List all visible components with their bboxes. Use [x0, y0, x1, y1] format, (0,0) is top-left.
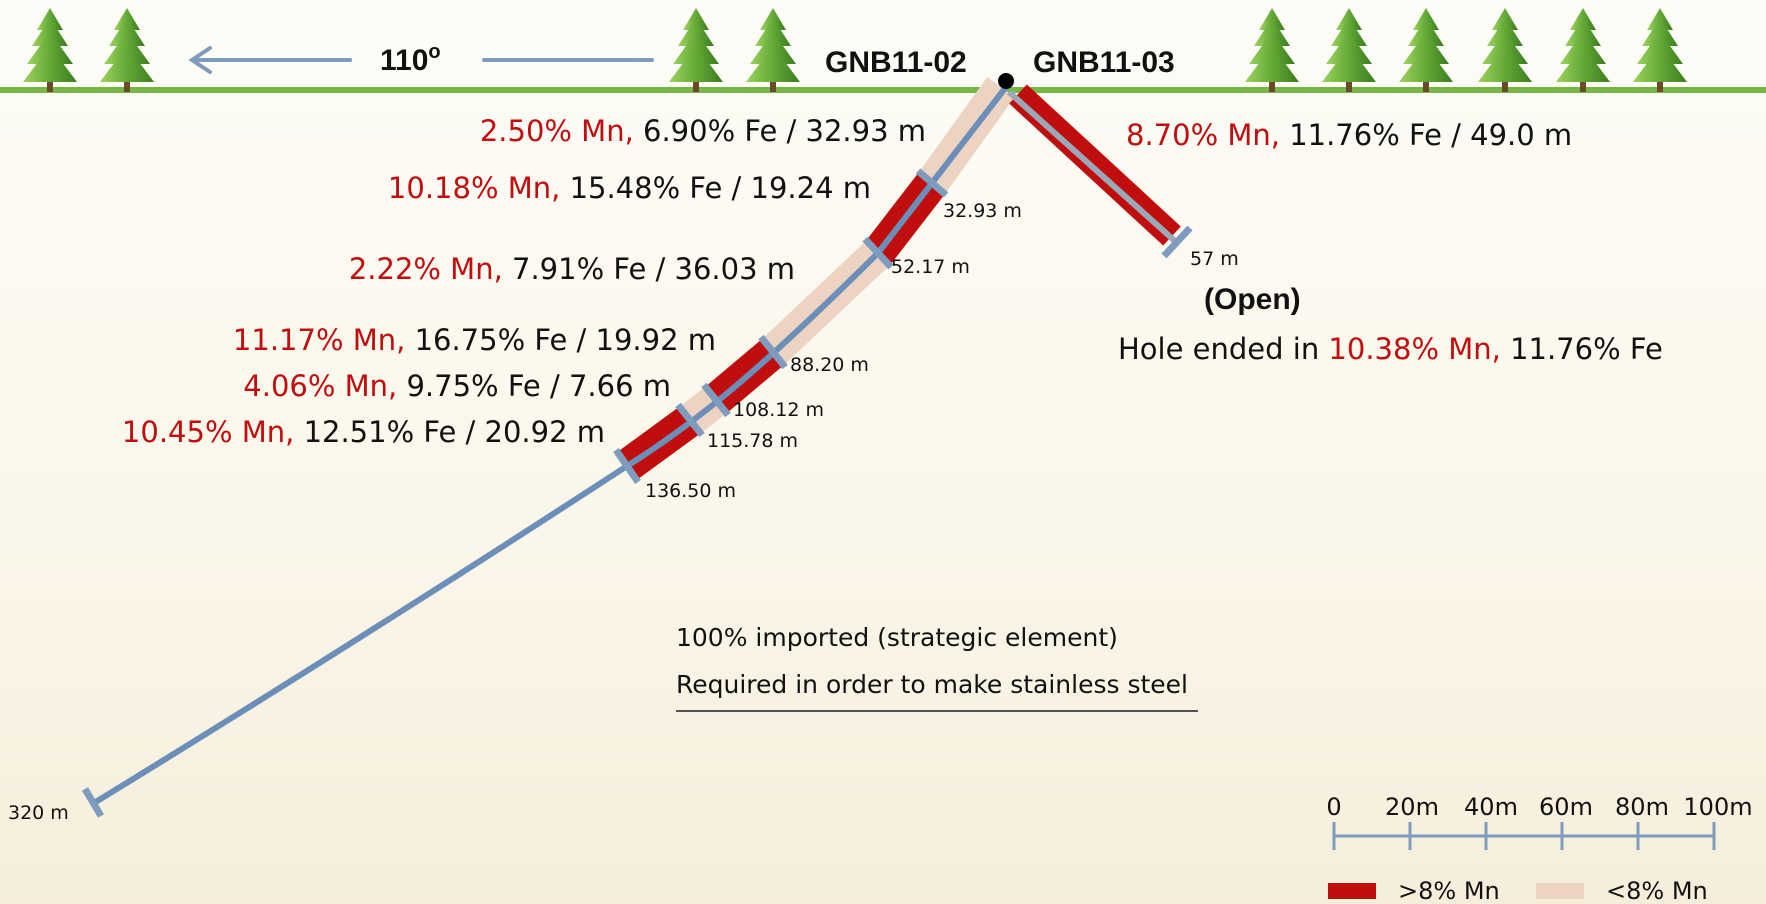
depth-label: 52.17 m	[891, 256, 970, 278]
drillhole-gnb11-02	[81, 77, 1015, 818]
interval-labels-gnb11-02: 2.50% Mn, 6.90% Fe / 32.93 m 10.18% Mn, …	[122, 114, 926, 449]
direction-label: 110o	[380, 41, 441, 77]
scale-tick-label: 100m	[1683, 793, 1752, 821]
scale-tick-label: 80m	[1615, 793, 1669, 821]
tree-icon	[746, 8, 800, 92]
legend-swatch-low	[1536, 883, 1584, 899]
legend-label-low: <8% Mn	[1606, 877, 1708, 904]
depth-label: 108.12 m	[733, 399, 824, 421]
depth-tick	[675, 402, 705, 438]
drillhole-gnb11-03	[1006, 84, 1193, 259]
tree-icon	[1322, 8, 1376, 92]
scale-bar: 0 20m 40m 60m 80m 100m	[1326, 793, 1753, 850]
scale-tick-label: 20m	[1385, 793, 1439, 821]
tree-icon	[669, 8, 723, 92]
interval-label: 10.18% Mn, 15.48% Fe / 19.24 m	[388, 171, 871, 205]
depth-labels: 32.93 m 52.17 m 88.20 m 108.12 m 115.78 …	[8, 200, 1239, 824]
ground-surface	[0, 87, 1766, 93]
depth-label: 32.93 m	[943, 200, 1022, 222]
tree-icon	[100, 8, 154, 92]
scale-tick-label: 60m	[1539, 793, 1593, 821]
depth-label: 115.78 m	[707, 430, 798, 452]
depth-tick	[81, 787, 105, 818]
open-status: (Open)	[1204, 283, 1301, 316]
scale-tick-label: 0	[1326, 793, 1341, 821]
depth-tick	[758, 334, 788, 370]
hole-name-gnb11-03: GNB11-03	[1033, 46, 1175, 79]
depth-tick	[862, 236, 894, 270]
collar-marker	[998, 73, 1014, 89]
tree-icon	[23, 8, 77, 92]
drill-trace	[91, 84, 1009, 806]
tree-icon	[1399, 8, 1453, 92]
interval-label: 4.06% Mn, 9.75% Fe / 7.66 m	[243, 369, 671, 403]
tree-icon	[1245, 8, 1299, 92]
depth-label: 136.50 m	[645, 480, 736, 502]
interval-label-03: 8.70% Mn, 11.76% Fe / 49.0 m	[1126, 118, 1572, 152]
note-line-1: 100% imported (strategic element)	[676, 623, 1118, 652]
direction-arrow-icon	[188, 46, 654, 74]
depth-tick	[613, 448, 641, 484]
scale-tick-label: 40m	[1464, 793, 1518, 821]
interval-label: 2.50% Mn, 6.90% Fe / 32.93 m	[480, 114, 926, 148]
depth-tick	[701, 382, 731, 418]
drill-trace-03	[1006, 89, 1179, 245]
depth-label-03: 57 m	[1190, 248, 1239, 270]
tree-icon	[1556, 8, 1610, 92]
interval-label: 11.17% Mn, 16.75% Fe / 19.92 m	[233, 323, 716, 357]
depth-label: 320 m	[8, 802, 69, 824]
legend-label-high: >8% Mn	[1398, 877, 1500, 904]
interval-label: 2.22% Mn, 7.91% Fe / 36.03 m	[349, 252, 795, 286]
legend: >8% Mn <8% Mn	[1328, 877, 1708, 904]
depth-tick	[1161, 225, 1193, 259]
tree-icon	[1478, 8, 1532, 92]
depth-tick	[915, 168, 949, 198]
hole-ended-note: Hole ended in 10.38% Mn, 11.76% Fe	[1118, 332, 1663, 366]
depth-label: 88.20 m	[790, 354, 869, 376]
hole-name-gnb11-02: GNB11-02	[825, 46, 967, 79]
legend-swatch-high	[1328, 883, 1376, 899]
tree-icon	[1633, 8, 1687, 92]
interval-label: 10.45% Mn, 12.51% Fe / 20.92 m	[122, 415, 605, 449]
note-line-2: Required in order to make stainless stee…	[676, 670, 1188, 699]
